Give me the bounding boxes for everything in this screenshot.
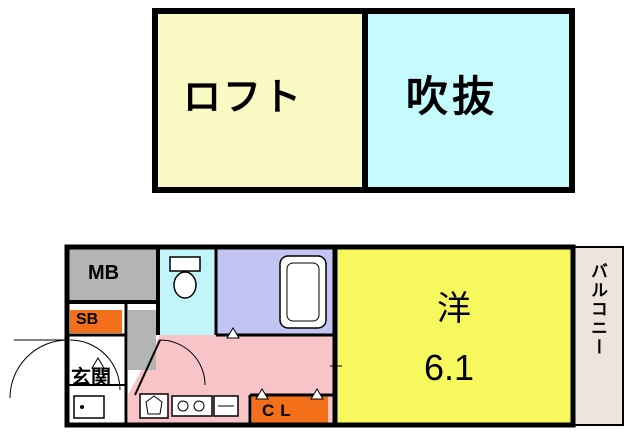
genkan-door-swing xyxy=(69,339,121,391)
loft-area xyxy=(155,11,365,190)
shoe-box-icon xyxy=(73,395,105,419)
genkan-label: 玄関 xyxy=(71,365,111,389)
balcony-label: バルコニー xyxy=(587,262,607,357)
main-floor xyxy=(9,244,624,428)
washer-icon xyxy=(213,395,239,417)
western-room-area xyxy=(335,247,573,425)
open-ceiling-area xyxy=(365,11,572,190)
storage-strip xyxy=(128,310,156,370)
kitchen-door-swing xyxy=(134,339,161,396)
sink-icon xyxy=(139,393,169,419)
western-room-size: 6.1 xyxy=(423,347,475,388)
toilet-door-swing xyxy=(159,339,206,386)
sb-label: SB xyxy=(76,311,99,328)
mb-area xyxy=(67,247,156,302)
open-ceiling-label: 吹抜 xyxy=(406,72,499,121)
mb-label: MB xyxy=(88,262,120,284)
sb-box xyxy=(70,310,122,333)
loft-label: ロフト xyxy=(183,75,304,119)
upper-floor xyxy=(152,8,575,193)
bathtub-icon xyxy=(279,255,327,329)
entrance-door-swing xyxy=(9,339,68,399)
cl-box xyxy=(252,396,328,424)
ceiling-light-icons xyxy=(91,327,324,400)
balcony-area xyxy=(573,247,623,425)
western-room-label: 洋 xyxy=(437,289,471,329)
toilet-fixture-icon xyxy=(169,256,201,299)
closet-label: CL xyxy=(262,401,297,420)
stove-icon xyxy=(171,395,213,417)
